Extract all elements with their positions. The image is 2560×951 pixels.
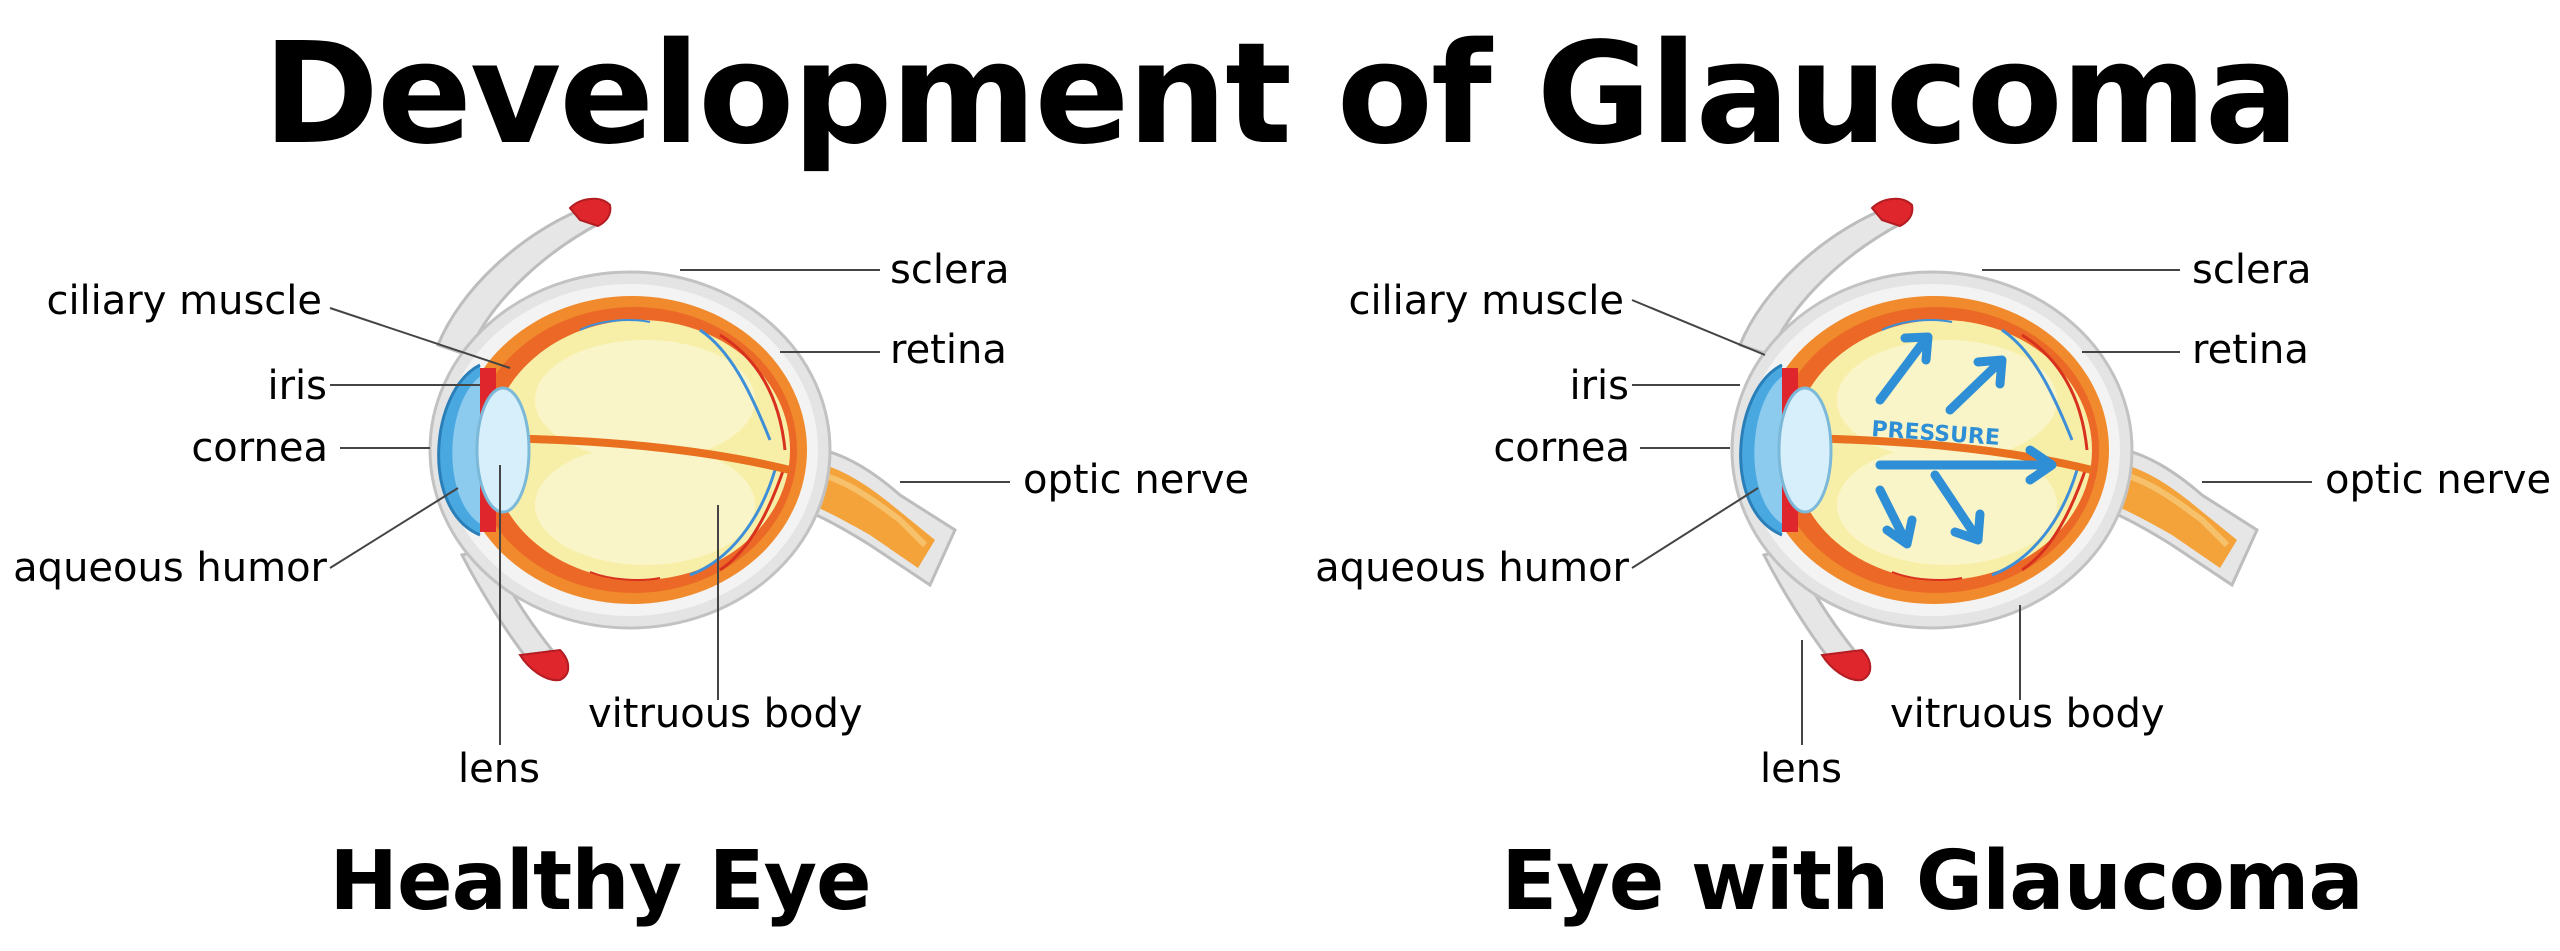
- healthy-sclera-label: sclera: [890, 247, 1010, 293]
- healthy-vitreous-body-label: vitruous body: [588, 691, 863, 737]
- glaucoma-eye-caption: Eye with Glaucoma: [1501, 834, 2363, 929]
- glaucoma-iris-label: iris: [1569, 363, 1629, 409]
- pressure-arrows: [1875, 332, 2057, 549]
- glaucoma-ciliary-muscle-label: ciliary muscle: [1348, 278, 1624, 324]
- healthy-retina-label: retina: [890, 327, 1007, 373]
- glaucoma-cornea-label: cornea: [1493, 425, 1630, 471]
- healthy-eye-caption: Healthy Eye: [329, 834, 871, 929]
- main-title: Development of Glaucoma: [262, 13, 2299, 176]
- glaucoma-retina-label: retina: [2192, 327, 2309, 373]
- glaucoma-aqueous-humor-label: aqueous humor: [1315, 545, 1629, 591]
- leader-lines-glaucoma: [1631, 269, 2312, 745]
- healthy-ciliary-muscle-label: ciliary muscle: [46, 278, 322, 324]
- glaucoma-vitreous-body-label: vitruous body: [1890, 691, 2165, 737]
- leader-lines-healthy: [329, 269, 1010, 745]
- healthy-optic-nerve-label: optic nerve: [1023, 457, 1250, 503]
- healthy-cornea-label: cornea: [191, 425, 328, 471]
- glaucoma-sclera-label: sclera: [2192, 247, 2312, 293]
- healthy-aqueous-humor-label: aqueous humor: [13, 545, 327, 591]
- glaucoma-optic-nerve-label: optic nerve: [2325, 457, 2552, 503]
- healthy-iris-label: iris: [267, 363, 327, 409]
- healthy-eye-illustration: [430, 199, 955, 680]
- glaucoma-lens-label: lens: [1760, 746, 1842, 792]
- healthy-lens-label: lens: [458, 746, 540, 792]
